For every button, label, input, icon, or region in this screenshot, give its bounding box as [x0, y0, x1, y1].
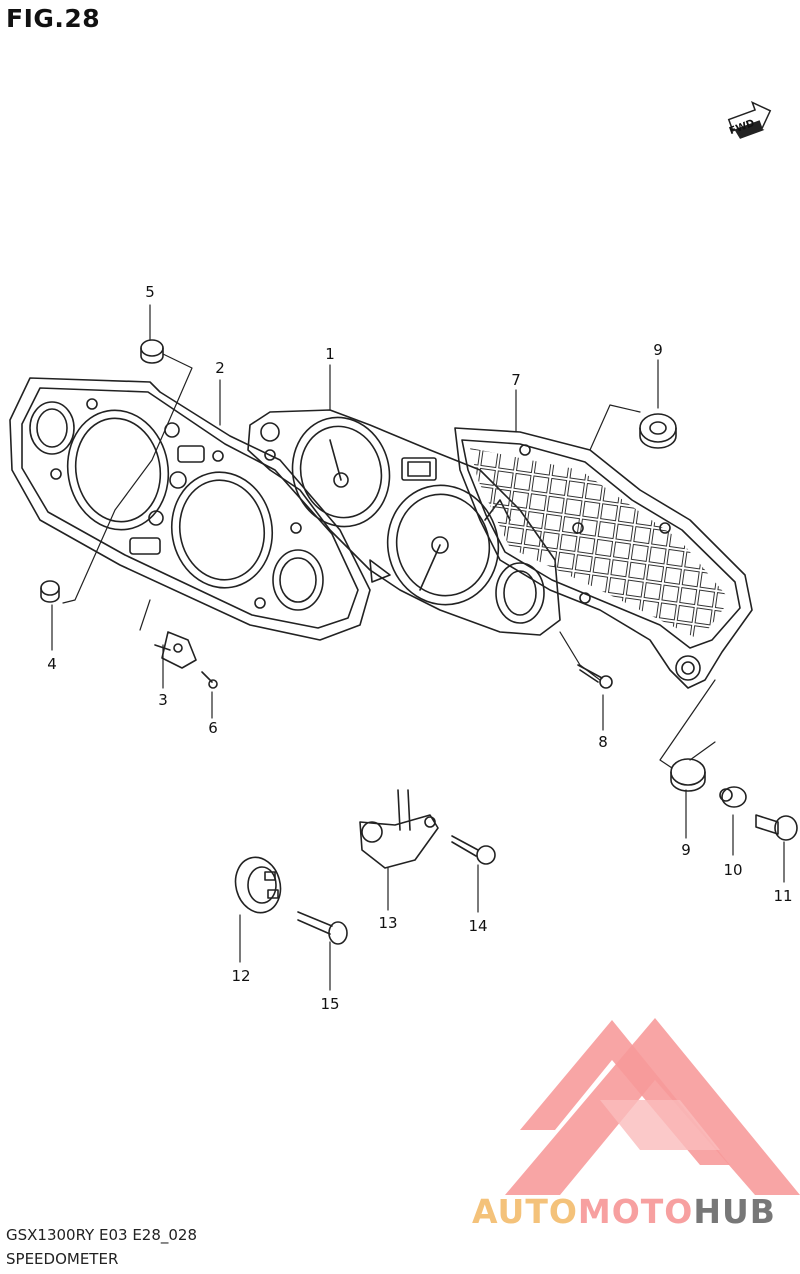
sensor-part-13 — [359, 789, 439, 869]
section-name: SPEEDOMETER — [6, 1250, 119, 1268]
callout-8: 8 — [598, 733, 608, 751]
callout-9-bottom: 9 — [681, 841, 691, 859]
callout-5: 5 — [145, 283, 155, 301]
callout-14: 14 — [468, 917, 488, 935]
screw-part-6 — [201, 671, 218, 689]
collar-part-10 — [719, 786, 747, 808]
callout-6: 6 — [208, 719, 218, 737]
callout-9-top: 9 — [653, 341, 663, 359]
leader-lines — [51, 304, 785, 991]
bracket-part-3 — [154, 631, 197, 669]
callout-13: 13 — [378, 914, 398, 932]
model-code: GSX1300RY E03 E28_028 — [6, 1226, 198, 1244]
callout-7: 7 — [511, 371, 521, 389]
watermark-part-hub: HUB — [693, 1192, 776, 1231]
callout-3: 3 — [158, 691, 168, 709]
bolt-part-11 — [755, 814, 798, 841]
cushion-part-4 — [40, 580, 60, 603]
callout-12: 12 — [231, 967, 251, 985]
screw-part-8 — [577, 664, 613, 689]
screw-part-14 — [451, 835, 496, 865]
callout-2: 2 — [215, 359, 225, 377]
callout-15: 15 — [320, 995, 340, 1013]
meter-case-part-7 — [454, 427, 753, 689]
socket-part-12 — [234, 856, 282, 914]
cushion-part-9-top — [639, 413, 677, 449]
meter-cover-part-2 — [9, 377, 371, 641]
callout-1: 1 — [325, 345, 335, 363]
figure-title: FIG.28 — [6, 4, 101, 33]
watermark-part-auto: AUTO — [472, 1192, 578, 1231]
meter-assembly-part-1 — [247, 409, 561, 636]
callout-4: 4 — [47, 655, 57, 673]
callout-11: 11 — [773, 887, 793, 905]
watermark-part-moto: MOTO — [577, 1192, 694, 1231]
watermark-text: AUTOMOTOHUB — [472, 1192, 776, 1231]
fwd-arrow-icon — [727, 100, 772, 139]
callout-10: 10 — [723, 861, 743, 879]
screw-part-15 — [297, 911, 348, 945]
cushion-part-9-bottom — [670, 758, 706, 792]
grommet-part-5 — [140, 339, 164, 364]
watermark-logo — [505, 1018, 800, 1195]
